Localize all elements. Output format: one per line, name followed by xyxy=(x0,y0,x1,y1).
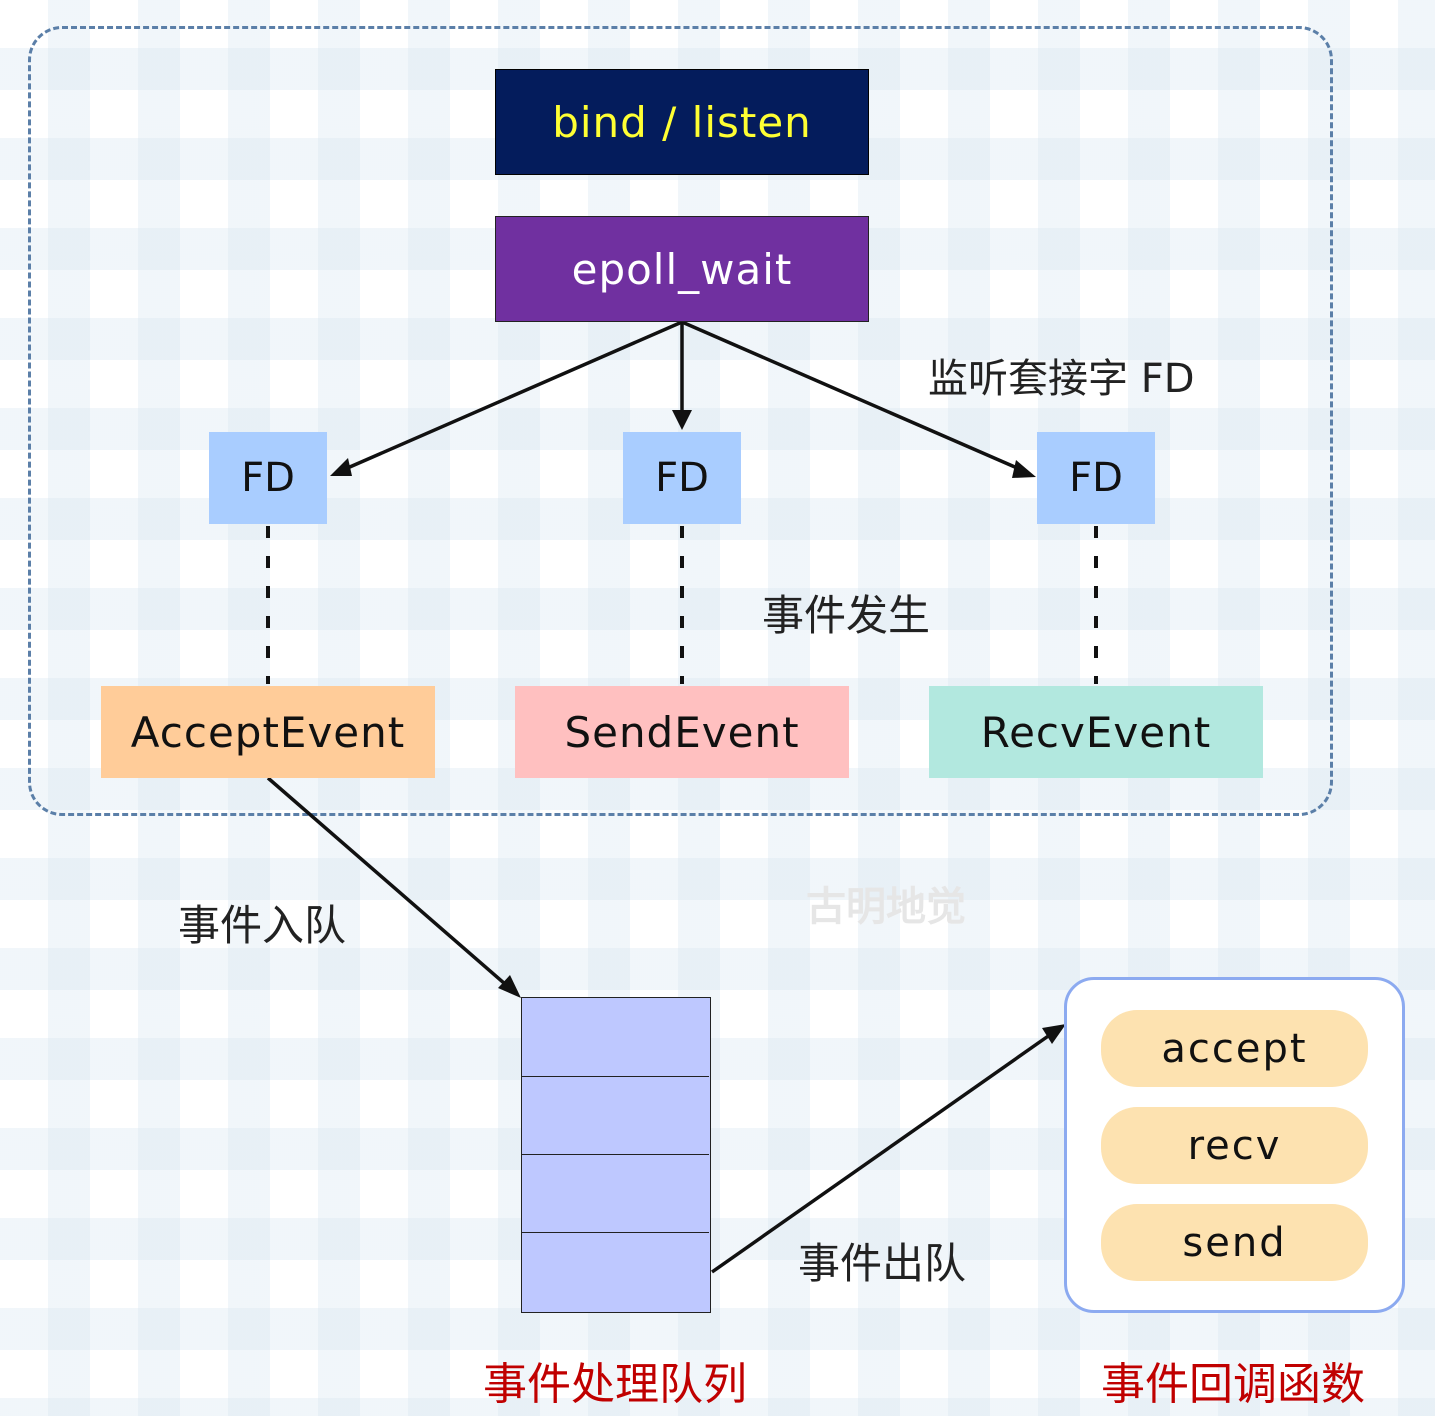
edge-accept-to-queue xyxy=(266,776,514,992)
send-event-label: SendEvent xyxy=(564,707,800,757)
callback-label: send xyxy=(1182,1219,1287,1266)
queue-slot xyxy=(522,1154,709,1232)
event-queue xyxy=(521,997,711,1313)
callback-accept: accept xyxy=(1101,1010,1368,1087)
callback-send: send xyxy=(1101,1204,1368,1281)
edge-epoll-to-fd-right xyxy=(681,320,1025,473)
callbacks-caption: 事件回调函数 xyxy=(1101,1359,1365,1410)
send-event-node: SendEvent xyxy=(515,686,849,778)
queue-slot xyxy=(522,1076,709,1154)
callback-recv: recv xyxy=(1101,1107,1368,1184)
dequeue-label: 事件出队 xyxy=(798,1239,967,1288)
edge-epoll-to-fd-left xyxy=(335,320,683,475)
queue-slot xyxy=(522,1232,709,1310)
recv-event-node: RecvEvent xyxy=(929,686,1263,778)
fd-node-mid: FD xyxy=(623,432,741,524)
epoll-wait-label: epoll_wait xyxy=(571,244,793,294)
callback-label: accept xyxy=(1161,1025,1308,1072)
enqueue-label: 事件入队 xyxy=(178,901,347,950)
event-loop-container xyxy=(28,26,1333,816)
callback-label: recv xyxy=(1187,1122,1282,1169)
epoll-wait-node: epoll_wait xyxy=(495,216,869,322)
edge-queue-to-callbacks xyxy=(710,1030,1056,1274)
listen-socket-fd-label: 监听套接字 FD xyxy=(928,356,1195,402)
watermark: 古明地觉 xyxy=(806,884,966,930)
fd-node-right: FD xyxy=(1037,432,1155,524)
accept-event-label: AcceptEvent xyxy=(130,707,406,757)
queue-caption: 事件处理队列 xyxy=(483,1359,747,1410)
fd-node-left: FD xyxy=(209,432,327,524)
fd-label: FD xyxy=(655,455,709,501)
recv-event-label: RecvEvent xyxy=(980,707,1212,757)
fd-label: FD xyxy=(1069,455,1123,501)
event-occurs-label: 事件发生 xyxy=(762,591,931,640)
bind-listen-node: bind / listen xyxy=(495,69,869,175)
fd-label: FD xyxy=(241,455,295,501)
bind-listen-label: bind / listen xyxy=(552,97,812,147)
queue-slot xyxy=(522,998,709,1076)
accept-event-node: AcceptEvent xyxy=(101,686,435,778)
